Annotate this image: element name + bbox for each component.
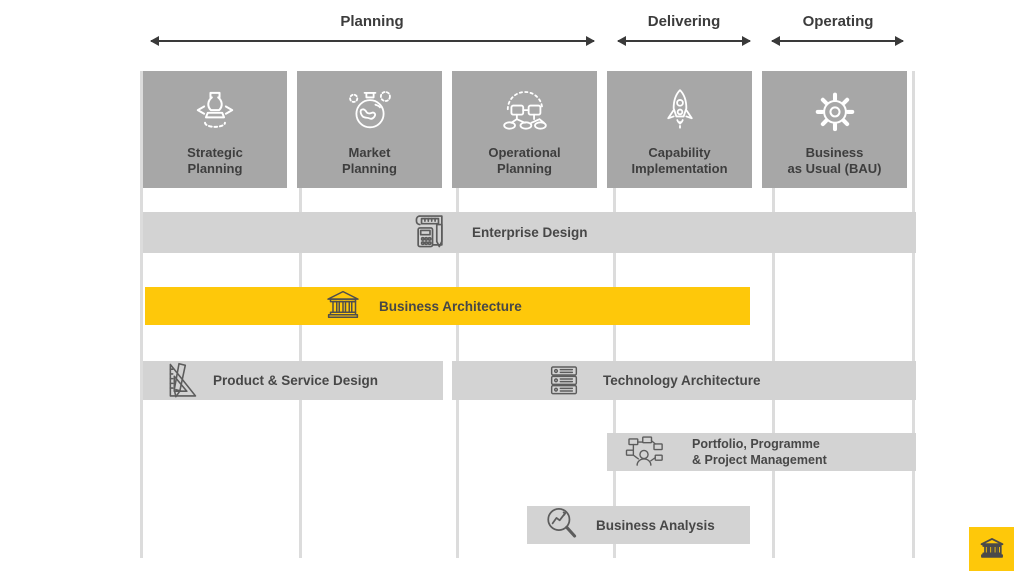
- stage-label: Capability Implementation: [631, 144, 728, 176]
- bar-business-architecture: Business Architecture: [145, 287, 750, 325]
- bar-technology-architecture: Technology Architecture: [452, 361, 916, 400]
- stage-label: Market Planning: [342, 144, 397, 176]
- globe-icon: [341, 83, 399, 139]
- phase-label-operating: Operating: [802, 13, 874, 30]
- bar-business-analysis: Business Analysis: [527, 506, 750, 544]
- bar-label: Business Architecture: [379, 298, 522, 314]
- flowchart-team-icon: [624, 433, 664, 471]
- corner-logo-badge: [969, 527, 1014, 571]
- stage-capability-implementation: Capability Implementation: [607, 71, 752, 188]
- column-guide-line: [912, 71, 915, 558]
- rocket-icon: [651, 83, 709, 139]
- magnifier-chart-icon: [540, 502, 584, 548]
- bank-icon: [978, 536, 1006, 562]
- org-chart-icon: [496, 83, 554, 139]
- planning-span-arrow: [150, 36, 595, 46]
- phase-label-delivering: Delivering: [647, 13, 721, 30]
- delivering-span-arrow: [617, 36, 751, 46]
- blueprint-calculator-icon: [408, 210, 452, 256]
- bank-icon: [323, 287, 363, 325]
- operating-span-arrow: [771, 36, 904, 46]
- bar-product-service-design: Product & Service Design: [143, 361, 443, 400]
- stage-label: Strategic Planning: [187, 144, 243, 176]
- chess-pawn-icon: [186, 83, 244, 139]
- gear-icon: [806, 83, 864, 139]
- set-square-pencil-icon: [157, 357, 201, 405]
- bar-label: Product & Service Design: [213, 373, 379, 388]
- phase-label-planning: Planning: [340, 13, 404, 30]
- column-guide-line: [772, 71, 775, 558]
- stage-label: Operational Planning: [488, 144, 561, 176]
- stage-strategic-planning: Strategic Planning: [143, 71, 287, 188]
- column-guide-line: [140, 71, 143, 558]
- stage-business-as-usual: Business as Usual (BAU): [762, 71, 907, 188]
- stage-market-planning: Market Planning: [297, 71, 442, 188]
- bar-enterprise-design: Enterprise Design: [143, 212, 916, 253]
- stage-label: Business as Usual (BAU): [787, 144, 882, 176]
- stage-operational-planning: Operational Planning: [452, 71, 597, 188]
- bar-label: Business Analysis: [596, 517, 715, 533]
- bar-label: Technology Architecture: [603, 373, 761, 388]
- server-stack-icon: [543, 361, 583, 401]
- bar-label: Enterprise Design: [472, 225, 588, 240]
- bar-label: Portfolio, Programme & Project Managemen…: [692, 436, 827, 467]
- bar-portfolio-programme-project-management: Portfolio, Programme & Project Managemen…: [607, 433, 916, 471]
